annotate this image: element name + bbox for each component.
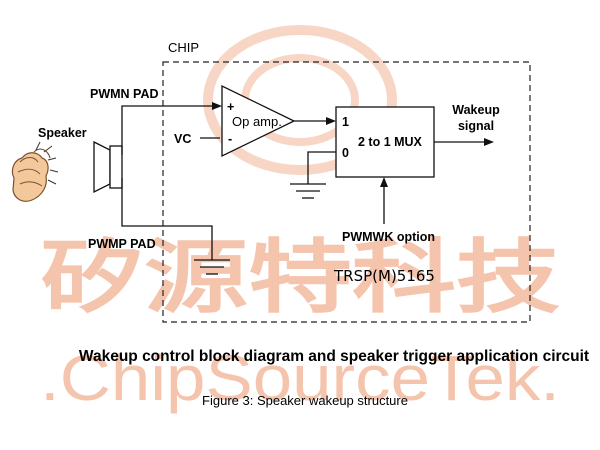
opamp-label: Op amp.	[232, 114, 282, 129]
ground-icon	[194, 259, 230, 275]
wire-mux-in0	[307, 151, 336, 184]
figure-caption: Figure 3: Speaker wakeup structure	[202, 393, 408, 408]
watermark-logo-ring	[203, 25, 397, 175]
ground-icon	[290, 183, 326, 199]
mux-block	[335, 106, 435, 178]
diagram-caption-title: Wakeup control block diagram and speaker…	[79, 348, 589, 365]
watermark-chinese-text: 矽源特科技	[40, 231, 560, 324]
speaker-icon	[93, 140, 123, 194]
chip-label: CHIP	[168, 40, 199, 55]
mux-label: 2 to 1 MUX	[358, 135, 423, 149]
opamp-triangle	[221, 84, 296, 158]
watermark-english-text: .ChipSourceTek.	[40, 342, 560, 414]
pwmp-pad-label: PWMP PAD	[88, 237, 156, 251]
pwmn-pad-label: PWMN PAD	[90, 87, 159, 101]
watermark: 矽源特科技 .ChipSourceTek.	[40, 25, 560, 414]
opamp-minus: -	[228, 132, 232, 146]
pwmwk-option-label: PWMWK option	[342, 230, 435, 244]
wakeup-label-line2: signal	[458, 119, 494, 133]
wire-pwmn	[121, 105, 214, 155]
wakeup-label-line1: Wakeup	[452, 103, 500, 117]
wires	[121, 105, 486, 260]
wire-pwmp	[121, 178, 213, 260]
arrow-icon	[212, 102, 494, 187]
clapping-hand-icon	[11, 141, 59, 202]
chip-boundary	[162, 61, 531, 323]
model-label: TRSP(M)5165	[333, 267, 435, 285]
vc-label: VC	[174, 132, 191, 146]
opamp-plus: +	[227, 100, 234, 114]
mux-input-1: 1	[342, 115, 349, 129]
speaker-label: Speaker	[38, 126, 87, 140]
mux-input-0: 0	[342, 146, 349, 160]
